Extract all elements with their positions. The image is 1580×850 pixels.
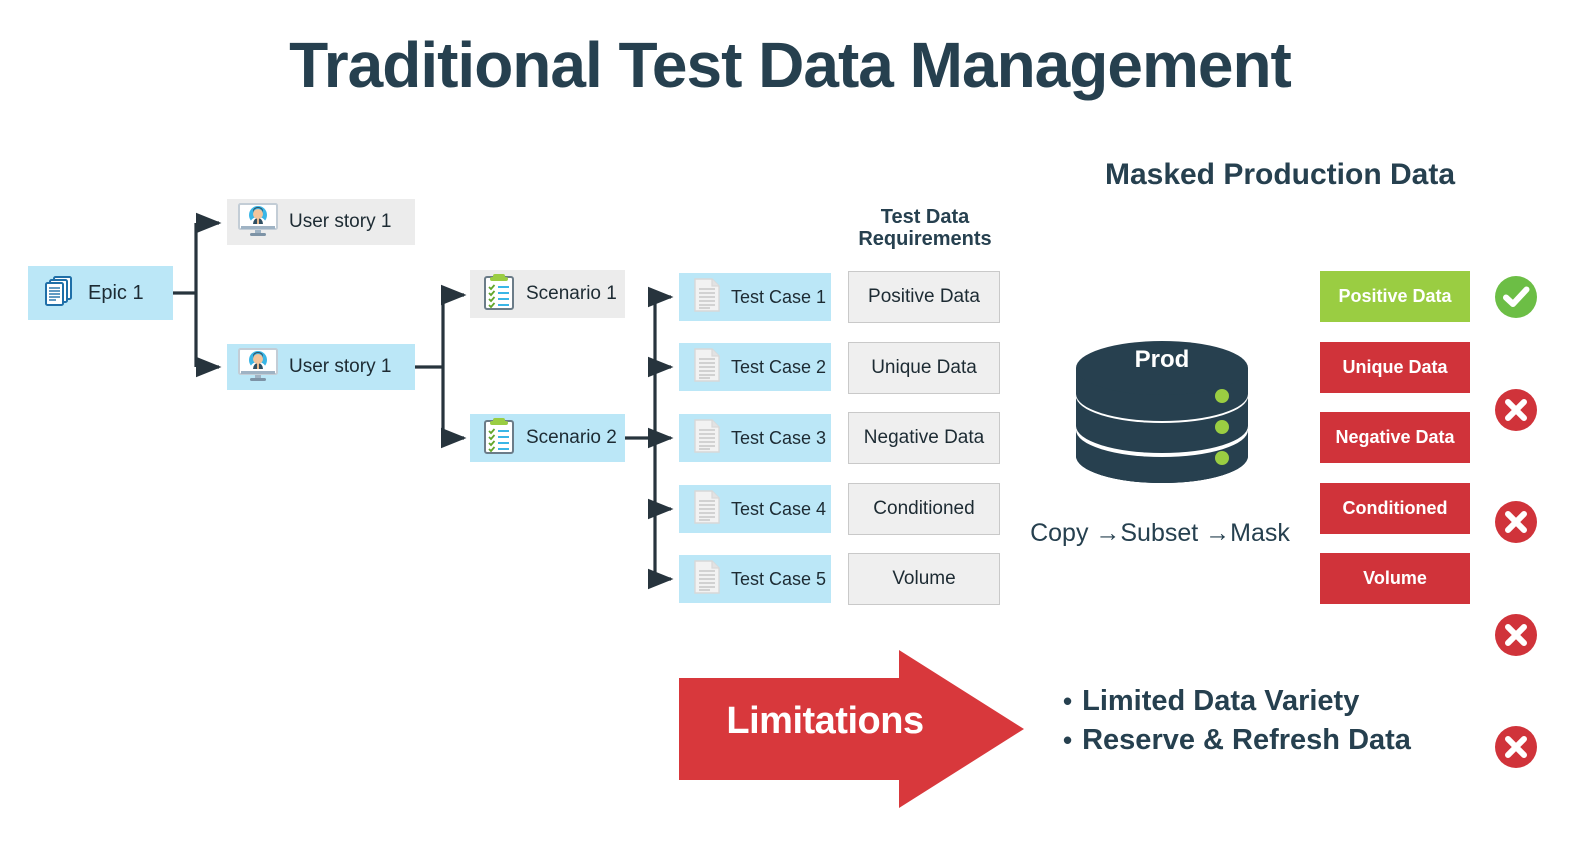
list-item: • Reserve & Refresh Data: [1063, 721, 1533, 760]
node-user-story-1[interactable]: User story 1: [227, 199, 415, 245]
result-chip-positive-data[interactable]: Positive Data: [1320, 271, 1470, 322]
database-cylinder-icon: [1072, 338, 1252, 496]
document-lines-icon: [693, 277, 721, 317]
requirement-box-positive-data[interactable]: Positive Data: [848, 271, 1000, 323]
limitations-list: • Limited Data Variety • Reserve & Refre…: [1063, 682, 1533, 760]
test-case-label: Test Case 4: [731, 498, 827, 519]
result-chip-negative-data[interactable]: Negative Data: [1320, 412, 1470, 463]
node-test-case-1[interactable]: Test Case 1: [679, 273, 831, 321]
x-circle-icon: [1495, 389, 1537, 431]
result-chip-unique-data[interactable]: Unique Data: [1320, 342, 1470, 393]
document-lines-icon: [693, 347, 721, 387]
result-chip-volume[interactable]: Volume: [1320, 553, 1470, 604]
limitation-text: Limited Data Variety: [1082, 685, 1360, 717]
node-test-case-4[interactable]: Test Case 4: [679, 485, 831, 533]
epic-label: Epic 1: [88, 281, 144, 304]
limitations-arrow-shape: [679, 650, 1024, 808]
x-circle-icon: [1495, 614, 1537, 656]
test-case-label: Test Case 1: [731, 286, 827, 307]
node-test-case-3[interactable]: Test Case 3: [679, 414, 831, 462]
x-circle-icon: [1495, 501, 1537, 543]
monitor-user-icon: [237, 202, 279, 243]
database-label: Prod: [1134, 346, 1190, 373]
node-scenario-1[interactable]: Scenario 1: [470, 270, 625, 318]
limitation-text: Reserve & Refresh Data: [1082, 724, 1411, 757]
check-circle-icon: [1495, 276, 1537, 318]
bullet-marker: •: [1063, 686, 1073, 716]
document-lines-icon: [693, 489, 721, 529]
test-data-requirements-heading: Test Data Requirements: [842, 206, 1008, 251]
test-case-label: Test Case 3: [731, 427, 827, 448]
node-test-case-2[interactable]: Test Case 2: [679, 343, 831, 391]
test-case-label: Test Case 2: [731, 356, 827, 377]
requirement-box-unique-data[interactable]: Unique Data: [848, 342, 1000, 394]
tdr-heading-line-1: Test Data: [880, 206, 970, 228]
requirement-box-conditioned[interactable]: Conditioned: [848, 483, 1000, 535]
clipboard-checklist-icon: [482, 273, 516, 316]
document-lines-icon: [693, 559, 721, 599]
masked-production-heading: Masked Production Data: [1104, 158, 1456, 191]
result-chip-conditioned[interactable]: Conditioned: [1320, 483, 1470, 534]
node-epic-1[interactable]: Epic 1: [28, 266, 173, 320]
requirement-box-negative-data[interactable]: Negative Data: [848, 412, 1000, 464]
monitor-user-icon: [237, 347, 279, 388]
user-story-label: User story 1: [289, 211, 392, 232]
node-user-story-2[interactable]: User story 1: [227, 344, 415, 390]
list-item: • Limited Data Variety: [1063, 682, 1533, 721]
clipboard-checklist-icon: [482, 417, 516, 460]
scenario-label: Scenario 1: [526, 283, 617, 304]
node-scenario-2[interactable]: Scenario 2: [470, 414, 625, 462]
user-story-label: User story 1: [289, 356, 392, 377]
limitations-label: Limitations: [726, 700, 924, 742]
requirement-box-volume[interactable]: Volume: [848, 553, 1000, 605]
tdr-heading-line-2: Requirements: [858, 228, 992, 251]
database-caption: Copy →Subset →Mask: [1030, 519, 1290, 547]
page-title: Traditional Test Data Management: [289, 29, 1292, 101]
node-test-case-5[interactable]: Test Case 5: [679, 555, 831, 603]
bullet-marker: •: [1063, 725, 1073, 756]
x-circle-icon: [1495, 726, 1537, 768]
scenario-label: Scenario 2: [526, 427, 617, 448]
document-lines-icon: [693, 418, 721, 458]
test-case-label: Test Case 5: [731, 568, 827, 589]
documents-stack-icon: [42, 274, 76, 313]
